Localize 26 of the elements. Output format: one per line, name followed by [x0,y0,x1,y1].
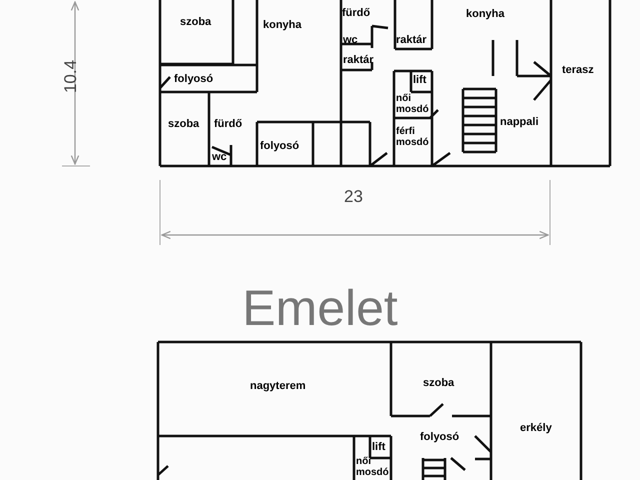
room-label: lift [413,74,426,87]
room-label: lift [372,441,386,454]
floor-heading: Emelet [241,279,399,338]
dimension-label: 10.4 [64,60,78,94]
room-label: konyha [263,19,302,32]
room-label: nappali [500,116,539,129]
room-label: női mosdó [356,456,390,478]
room-label: férfi mosdó [396,126,430,148]
room-label: fürdő [342,7,370,20]
room-label: fürdő [214,118,242,131]
room-label: szoba [423,377,454,390]
room-label: raktár [396,34,427,47]
room-label: raktár [343,54,374,67]
room-label: folyosó [174,73,214,86]
room-label: nagyterem [250,380,306,393]
room-label: folyosó [420,431,460,444]
room-label: női mosdó [396,93,430,115]
room-label: erkély [520,422,552,435]
room-label: folyosó [260,140,300,153]
dimension-label: 23 [344,190,363,203]
room-label: terasz [562,64,594,77]
room-label: konyha [466,8,505,21]
room-label: wc [343,34,358,47]
room-label: szoba [180,16,212,29]
room-label: wc [212,151,227,164]
room-label: szoba [168,118,200,131]
